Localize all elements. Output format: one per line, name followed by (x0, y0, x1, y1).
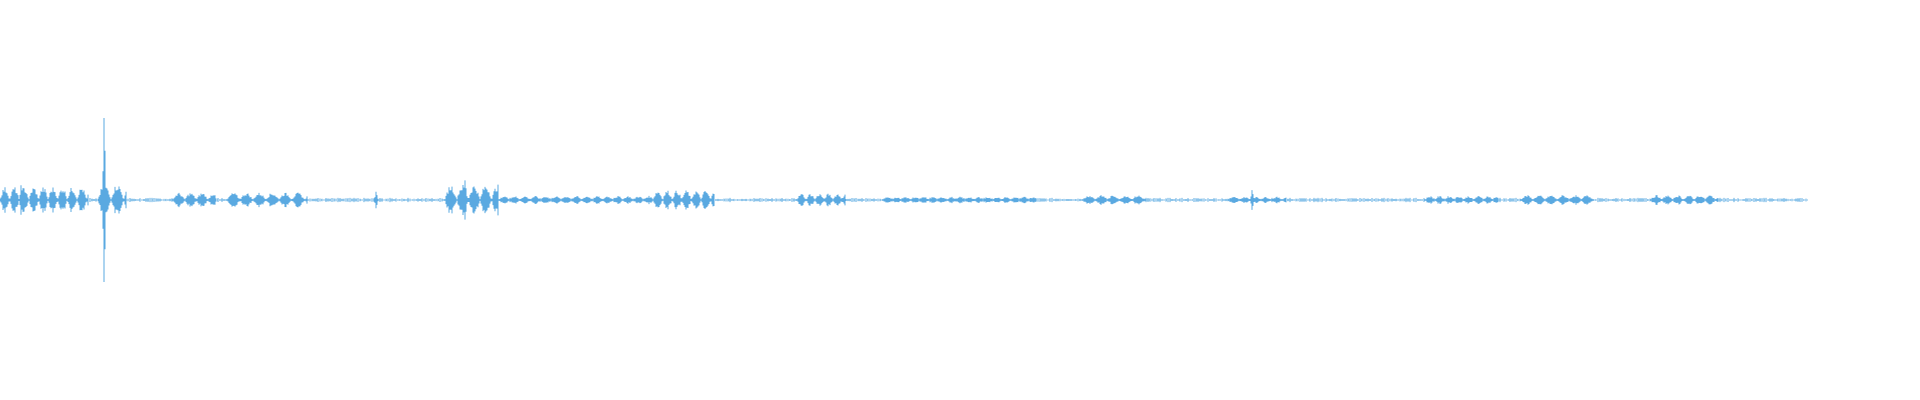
waveform-samples (0, 118, 1807, 282)
